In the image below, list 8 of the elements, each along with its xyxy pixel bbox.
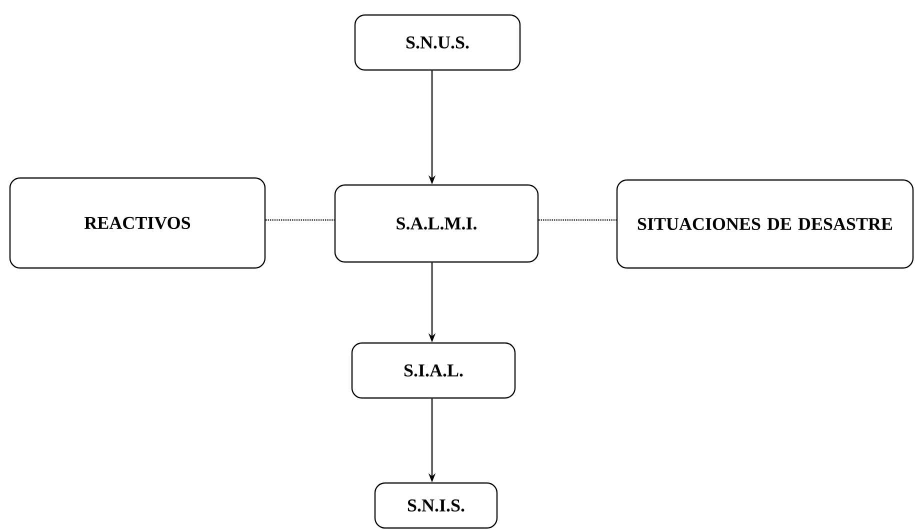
dotted-line <box>538 219 616 221</box>
dotted-line <box>266 219 334 221</box>
process-box: REACTIVOS <box>9 177 266 269</box>
process-box: SITUACIONES DE DESASTRE <box>616 179 914 269</box>
process-box: S.I.A.L. <box>351 342 516 399</box>
process-box: S.A.L.M.I. <box>334 184 539 263</box>
process-box: S.N.I.S. <box>374 482 498 529</box>
process-box: S.N.U.S. <box>354 14 521 71</box>
